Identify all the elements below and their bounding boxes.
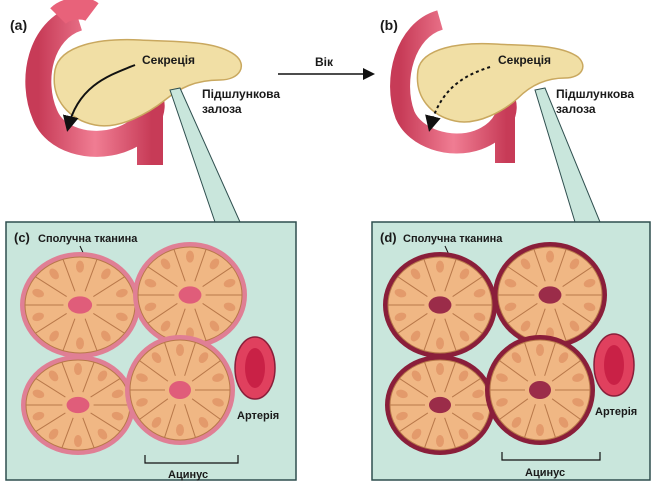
artery-c <box>235 337 275 399</box>
acinus-label-d: Ацинус <box>525 467 565 479</box>
acinus-label-c: Ацинус <box>168 469 208 481</box>
pancreas-label-a-1: Підшлункова <box>202 87 280 101</box>
panel-c-letter: (c) <box>14 230 30 245</box>
connective-label-c: Сполучна тканина <box>38 233 138 245</box>
panel-c: (c) Сполучна тканина Артерія Ацинус <box>6 222 296 481</box>
panel-d-letter: (d) <box>380 230 397 245</box>
pancreas-label-b-1: Підшлункова <box>556 87 634 101</box>
age-label: Вік <box>315 55 334 69</box>
panel-a-letter: (a) <box>10 17 27 33</box>
d-acinus-4 <box>485 335 595 445</box>
artery-d <box>594 334 634 396</box>
secretion-label-b: Секреція <box>498 53 551 67</box>
artery-label-c: Артерія <box>237 410 279 422</box>
pancreas-label-b-2: залоза <box>556 102 596 116</box>
panel-b-letter: (b) <box>380 17 398 33</box>
pancreas-label-a-2: залоза <box>202 102 242 116</box>
panel-b: (b) Секреція Підшлункова залоза <box>380 17 634 222</box>
c-acinus-4 <box>125 335 235 445</box>
duodenum-a-upper <box>58 9 92 16</box>
panel-a: (a) Секреція Підшлункова залоза <box>10 9 280 222</box>
c-acinus-3 <box>21 355 135 455</box>
d-acinus-2 <box>493 242 607 348</box>
connective-label-d: Сполучна тканина <box>403 233 503 245</box>
c-acinus-2 <box>133 242 247 348</box>
d-acinus-1 <box>383 252 497 358</box>
c-acinus-1 <box>20 252 140 358</box>
d-acinus-3 <box>385 355 495 455</box>
secretion-label-a: Секреція <box>142 53 195 67</box>
artery-label-d: Артерія <box>595 406 637 418</box>
panel-d: (d) Сполучна тканина Артерія Ацинус <box>372 222 650 480</box>
